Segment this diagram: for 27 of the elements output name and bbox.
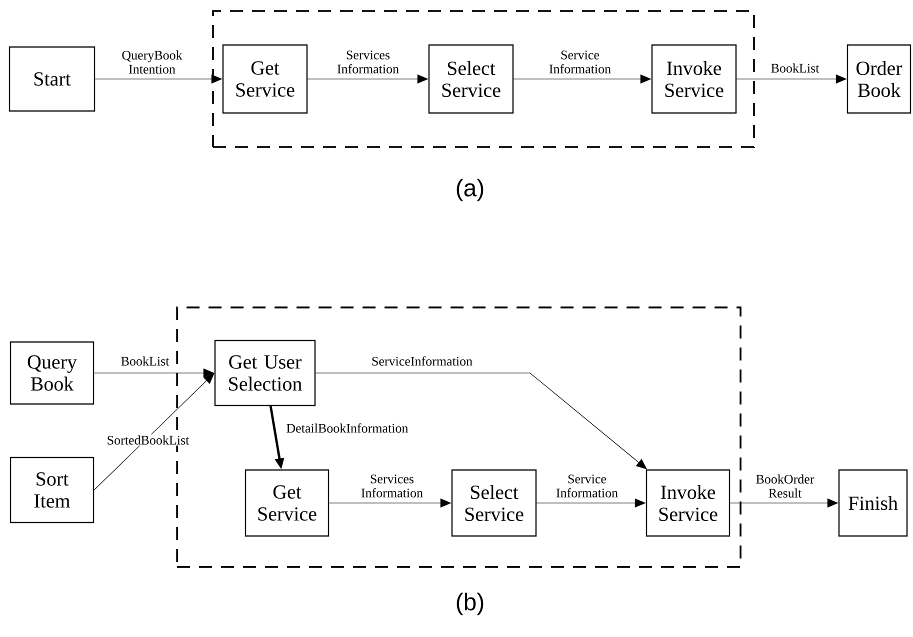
edge-label: Service Information — [556, 474, 618, 498]
edge-label: Services Information — [361, 474, 423, 498]
process-box: Get Service — [244, 469, 330, 537]
process-box: Select Service — [428, 44, 514, 114]
arrow — [94, 373, 214, 490]
edge-label: SortedBookList — [106, 434, 190, 446]
edge-label: Services Information — [337, 50, 399, 74]
edge-label: BookList — [771, 63, 820, 73]
process-box: Select Service — [451, 469, 537, 537]
process-box: Start — [8, 46, 96, 112]
process-box: Sort Item — [10, 456, 94, 524]
process-box: Get Service — [222, 44, 308, 114]
edge-label: QueryBook Intention — [122, 50, 182, 74]
process-box: Invoke Service — [646, 469, 730, 537]
process-box: Get User Selection — [214, 340, 316, 406]
edge-label: Service Information — [549, 50, 611, 74]
panel-caption: (a) — [456, 178, 484, 202]
edge-label: BookList — [120, 355, 170, 367]
process-box: Invoke Service — [651, 44, 737, 114]
process-box: Query Book — [10, 341, 94, 405]
edge-label: DetailBookInformation — [286, 423, 408, 433]
edge-label: ServiceInformation — [372, 356, 472, 366]
process-box: Finish — [838, 469, 908, 537]
dashed-group-frame — [212, 10, 755, 148]
edge-label: BookOrder Result — [756, 474, 814, 498]
panel-caption: (b) — [456, 592, 484, 616]
process-box: Order Book — [846, 44, 912, 114]
